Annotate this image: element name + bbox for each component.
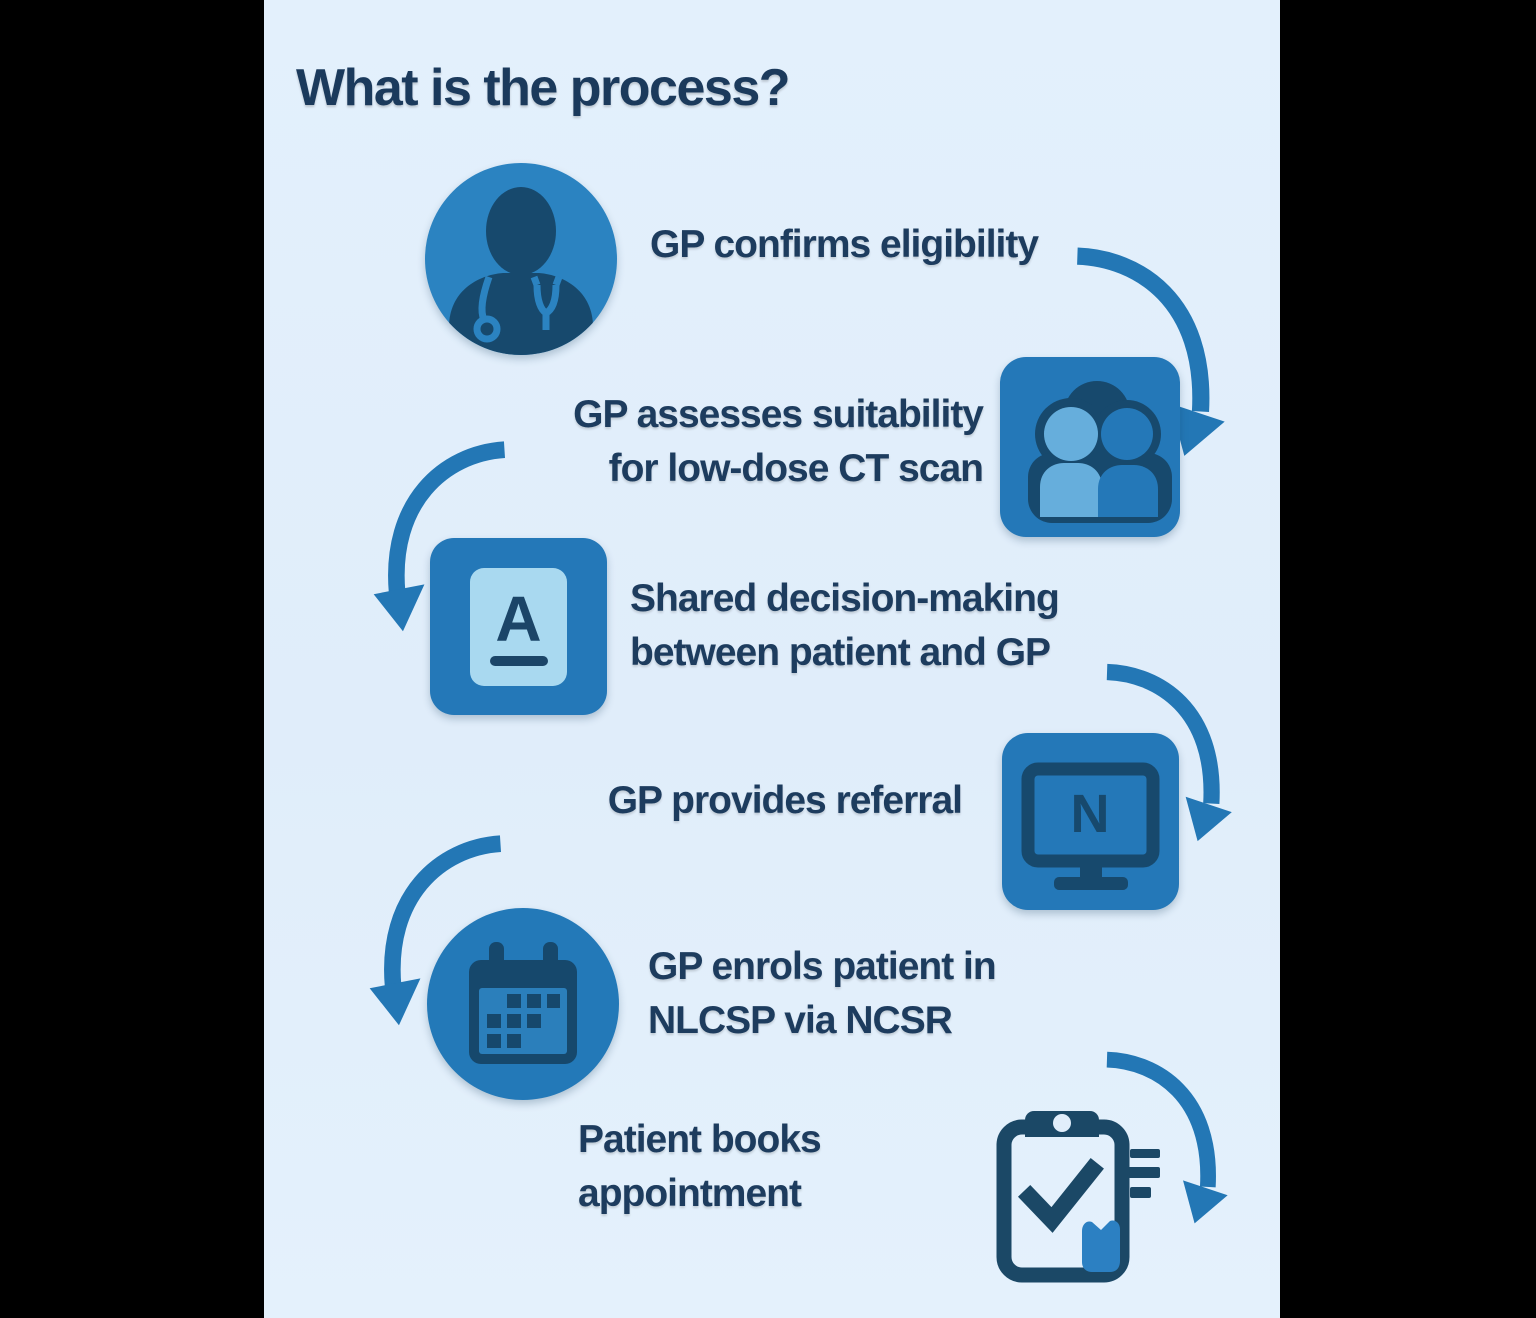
step-2-label: GP assesses suitability for low-dose CT … xyxy=(520,388,984,496)
step-3-label: Shared decision-making between patient a… xyxy=(630,572,1060,680)
step-5-line1: GP enrols patient in xyxy=(648,945,997,988)
calendar-icon xyxy=(427,908,619,1100)
step-6-line2: appointment xyxy=(578,1171,802,1215)
step-5-line2: NLCSP via NCSR xyxy=(648,998,953,1042)
step-4-text: GP provides referral xyxy=(607,779,963,822)
step-4-label: GP provides referral xyxy=(520,774,963,828)
document-underline xyxy=(489,656,548,666)
doctor-icon xyxy=(425,163,617,355)
document-card: A xyxy=(470,567,567,686)
document-letter: A xyxy=(495,583,542,655)
monitor-letter: N xyxy=(1071,784,1110,844)
step-6-label: Patient books appointment xyxy=(578,1113,822,1221)
step-6-line1: Patient books xyxy=(578,1118,822,1161)
infographic-page: What is the process? GP confirms eligibi… xyxy=(264,0,1280,1318)
step-5-label: GP enrols patient in NLCSP via NCSR xyxy=(648,940,997,1048)
curved-arrow-icon xyxy=(368,832,508,1037)
monitor-icon: N xyxy=(1002,733,1179,910)
step-3-line2: between patient and GP xyxy=(630,630,1051,674)
curved-arrow-icon xyxy=(1100,660,1232,848)
curved-arrow-icon xyxy=(1068,242,1226,464)
curved-arrow-icon xyxy=(372,438,512,643)
curved-arrow-icon xyxy=(1102,1048,1228,1230)
step-2-line1: GP assesses suitability xyxy=(573,393,984,436)
step-1-text: GP confirms eligibility xyxy=(650,223,1039,266)
page-title: What is the process? xyxy=(296,59,791,117)
patients-icon xyxy=(1000,357,1180,537)
document-letter-icon: A xyxy=(430,538,607,715)
step-2-line2: for low-dose CT scan xyxy=(608,446,984,490)
clipboard-check-icon xyxy=(990,1093,1175,1283)
step-1-label: GP confirms eligibility xyxy=(650,218,1039,272)
step-3-line1: Shared decision-making xyxy=(630,577,1060,620)
